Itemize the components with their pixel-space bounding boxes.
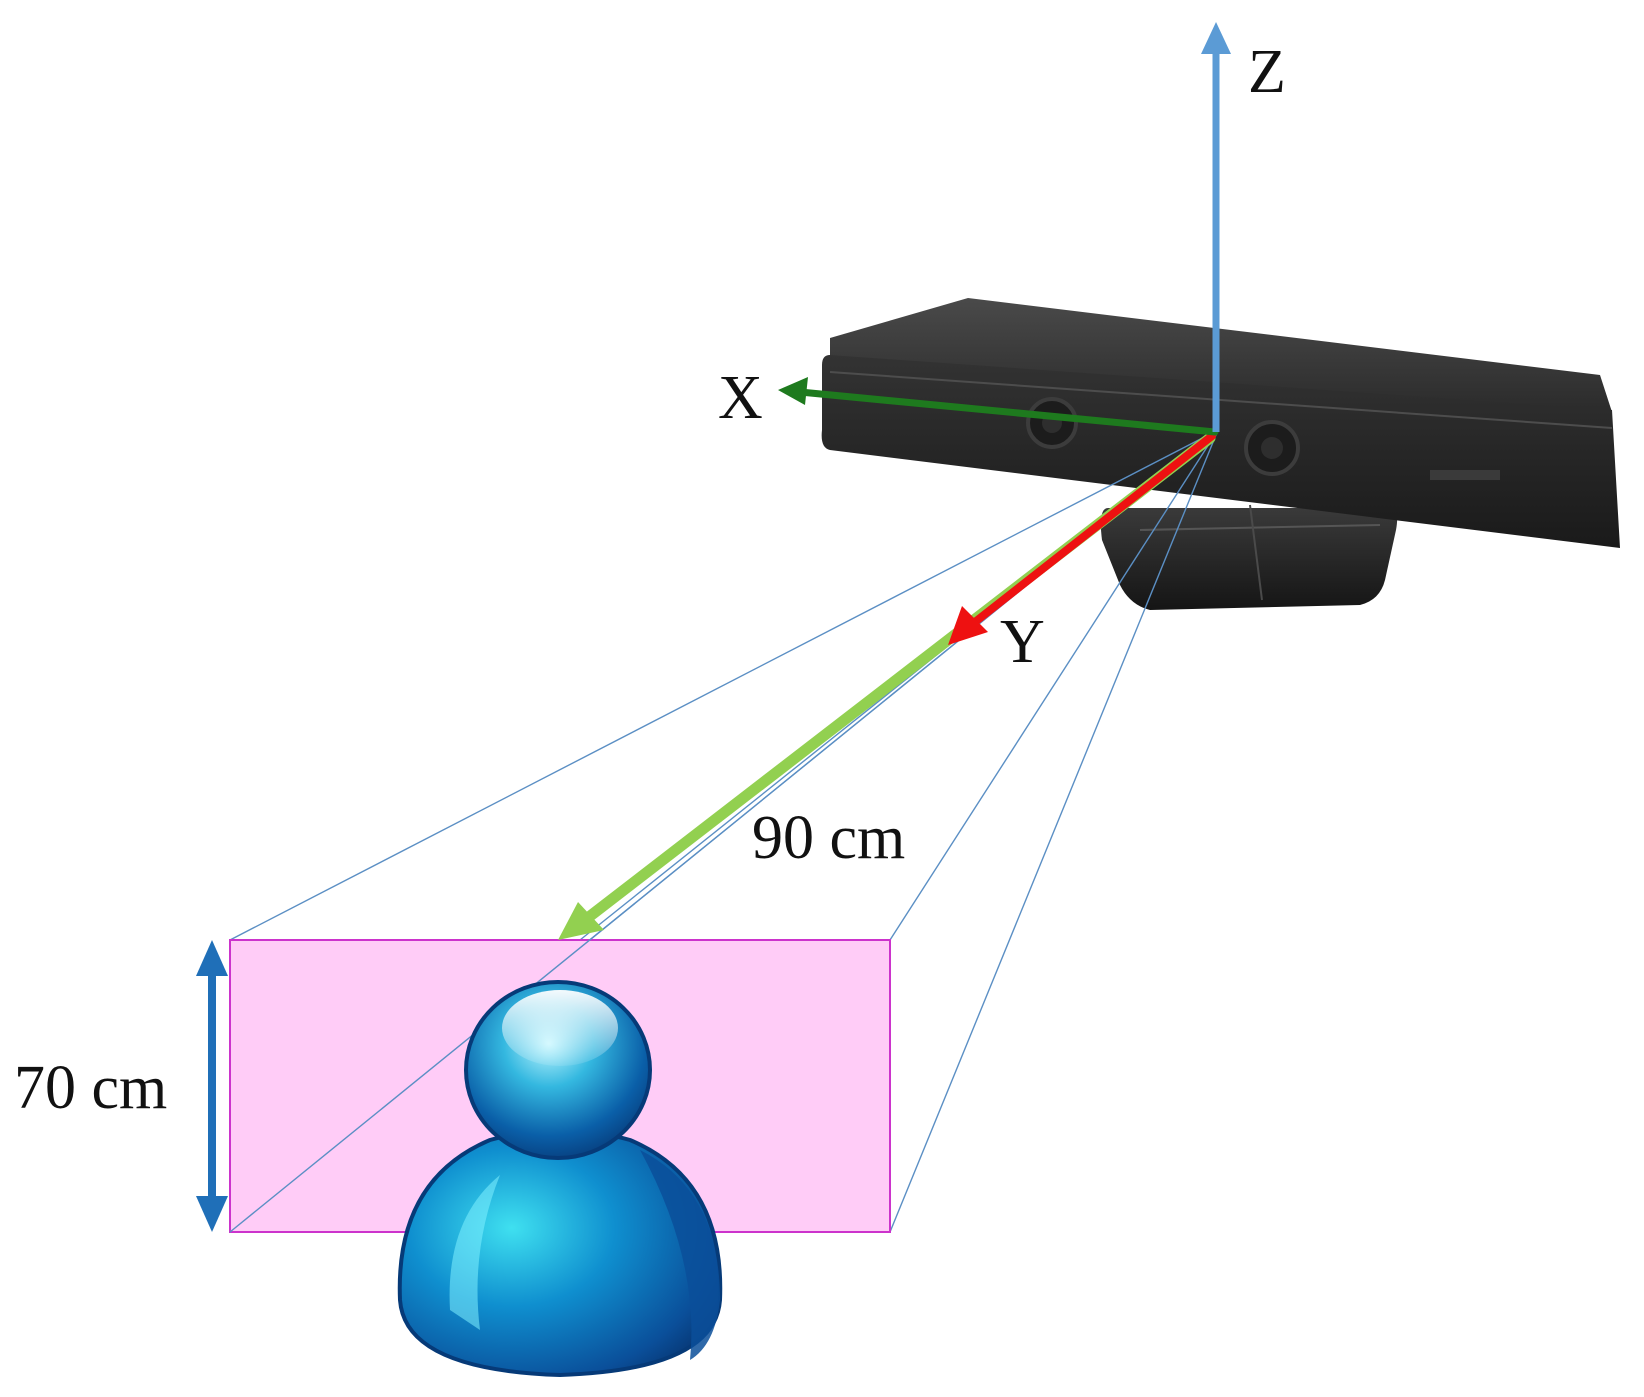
- x-axis-arrow: [778, 377, 1219, 436]
- y-axis-arrow: [948, 432, 1216, 645]
- z-axis-label: Z: [1248, 38, 1286, 106]
- y-axis-label: Y: [1000, 608, 1045, 676]
- x-axis-label: X: [718, 364, 763, 432]
- height-arrow: [196, 940, 228, 1232]
- kinect-sensor-icon: [821, 298, 1620, 610]
- z-axis-arrow: [1201, 22, 1231, 432]
- distance-label: 90 cm: [752, 804, 905, 872]
- height-label: 70 cm: [14, 1054, 167, 1122]
- user-person-icon: [397, 980, 723, 1378]
